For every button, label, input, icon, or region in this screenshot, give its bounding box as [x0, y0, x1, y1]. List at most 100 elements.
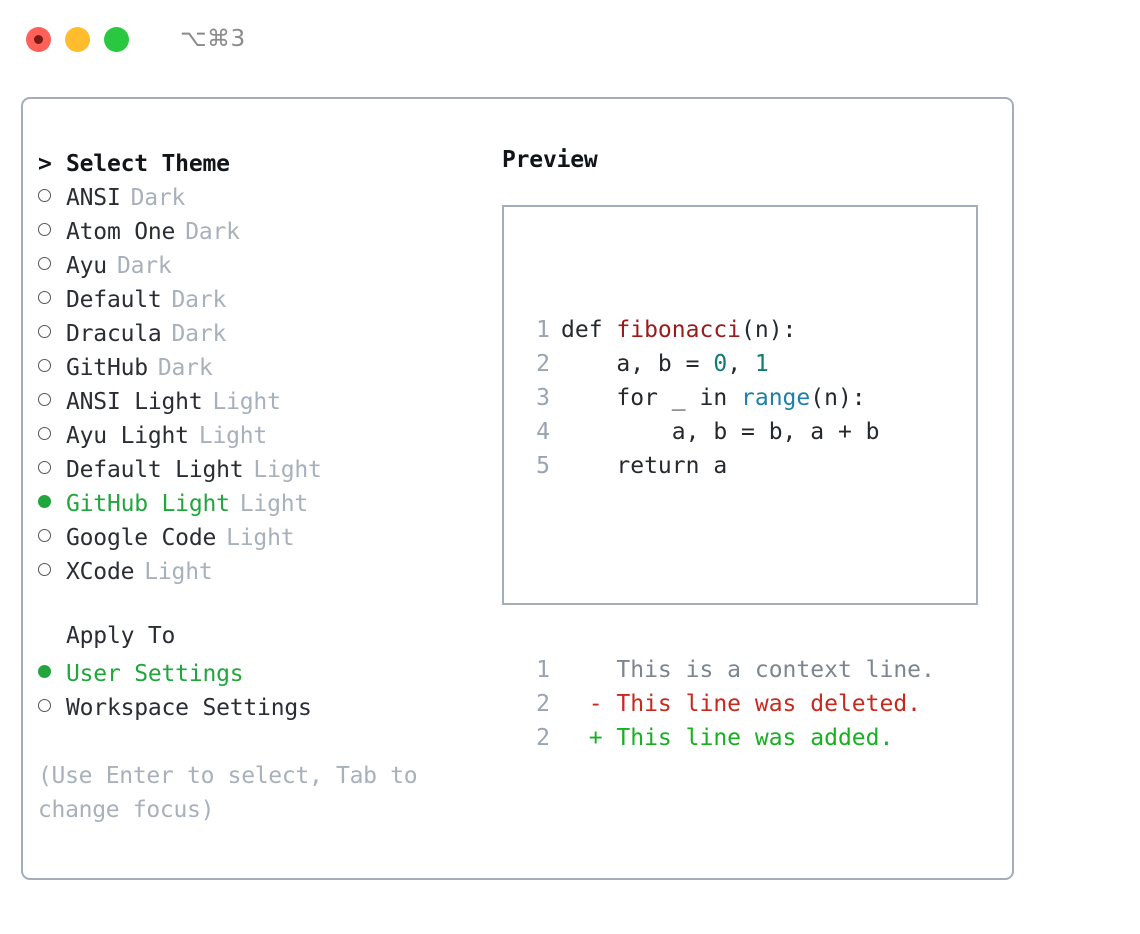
apply-to-option[interactable]: User Settings — [38, 657, 488, 691]
diff-line: 1 This is a context line. — [522, 653, 935, 687]
code-token: a, b = — [561, 351, 714, 377]
theme-name-label: GitHub — [66, 355, 148, 381]
code-token: def — [561, 317, 617, 343]
theme-variant-tag: Light — [212, 389, 281, 415]
code-line-text: return a — [561, 449, 727, 483]
bullet-glyph — [38, 189, 51, 202]
radio-unselected-icon — [38, 385, 66, 419]
code-line-text: a, b = 0, 1 — [561, 347, 768, 381]
diff-line-text: This is a context line. — [561, 657, 935, 683]
bullet-glyph — [38, 461, 51, 474]
bullet-glyph — [38, 393, 51, 406]
code-token: return a — [561, 453, 728, 479]
theme-variant-tag: Light — [198, 423, 268, 449]
code-line-text: for _ in range(n): — [561, 381, 866, 415]
theme-name-label: Ayu — [66, 253, 107, 279]
preview-title: Preview — [502, 147, 598, 173]
bullet-glyph — [38, 699, 51, 712]
radio-unselected-icon — [38, 215, 66, 249]
close-button[interactable] — [26, 26, 51, 52]
code-line-number: 3 — [536, 385, 550, 411]
code-line: 1 def fibonacci(n): — [522, 313, 935, 347]
code-token: 0 — [713, 351, 728, 377]
theme-list-item[interactable]: Google Code Light — [38, 521, 488, 555]
theme-list-item[interactable]: Ayu Dark — [38, 249, 488, 283]
theme-variant-tag: Light — [226, 525, 295, 551]
diff-line-text: - This line was deleted. — [561, 691, 922, 717]
theme-variant-tag: Dark — [185, 219, 240, 245]
code-line: 2 a, b = 0, 1 — [522, 347, 935, 381]
diff-line: 2 + This line was added. — [522, 721, 935, 755]
apply-to-option-label: Workspace Settings — [66, 695, 312, 721]
prompt-caret-icon: > — [38, 151, 52, 177]
theme-name-label: Default — [66, 287, 162, 313]
theme-list-item[interactable]: Atom One Dark — [38, 215, 488, 249]
radio-unselected-icon — [38, 691, 66, 725]
minimize-button[interactable] — [65, 26, 90, 52]
bullet-glyph — [38, 529, 51, 542]
apply-to-option[interactable]: Workspace Settings — [38, 691, 488, 725]
code-token: (n): — [810, 385, 866, 411]
code-token: range — [741, 385, 811, 411]
theme-variant-tag: Light — [253, 457, 322, 483]
theme-list-item[interactable]: Ayu Light Light — [38, 419, 488, 453]
theme-variant-tag: Dark — [171, 287, 227, 313]
radio-unselected-icon — [38, 317, 66, 351]
bullet-glyph — [38, 665, 51, 678]
theme-variant-tag: Dark — [171, 321, 227, 347]
diff-line: 2 - This line was deleted. — [522, 687, 935, 721]
code-line-text: a, b = b, a + b — [561, 415, 880, 449]
diff-line-number: 2 — [536, 725, 550, 751]
theme-name-label: Ayu Light — [66, 423, 189, 449]
theme-name-label: Dracula — [66, 321, 162, 347]
theme-variant-tag: Dark — [116, 253, 172, 279]
radio-unselected-icon — [38, 181, 66, 215]
diff-sample-block: 1 This is a context line.2 - This line w… — [522, 653, 935, 755]
apply-to-label: Apply To — [66, 623, 176, 649]
recording-dot-icon — [34, 34, 43, 44]
radio-selected-icon — [38, 657, 66, 691]
bullet-glyph — [38, 223, 51, 236]
radio-unselected-icon — [38, 521, 66, 555]
maximize-button[interactable] — [104, 26, 129, 52]
code-token: fibonacci — [616, 317, 742, 343]
bullet-glyph — [38, 325, 51, 338]
apply-to-option-label: User Settings — [66, 661, 244, 687]
code-line-number: 2 — [536, 351, 550, 377]
theme-name-label: Google Code — [66, 525, 217, 551]
section-spacer — [38, 589, 488, 623]
code-line-number: 1 — [536, 317, 550, 343]
page-title: Select Theme — [66, 151, 230, 177]
code-token: (n): — [741, 317, 797, 343]
code-token: for _ in — [561, 385, 742, 411]
theme-list-item[interactable]: Dracula Dark — [38, 317, 488, 351]
radio-unselected-icon — [38, 555, 66, 589]
code-line: 4 a, b = b, a + b — [522, 415, 935, 449]
code-line-text: def fibonacci(n): — [561, 313, 796, 347]
keyboard-hint-text: (Use Enter to select, Tab to change focu… — [38, 763, 418, 823]
theme-name-label: Atom One — [66, 219, 176, 245]
radio-selected-icon — [38, 487, 66, 521]
radio-unselected-icon — [38, 351, 66, 385]
diff-line-number: 1 — [536, 657, 550, 683]
code-line: 5 return a — [522, 449, 935, 483]
radio-unselected-icon — [38, 249, 66, 283]
bullet-glyph — [38, 291, 51, 304]
diff-line-number: 2 — [536, 691, 550, 717]
window-controls — [26, 26, 129, 52]
theme-list-item[interactable]: Default Dark — [38, 283, 488, 317]
code-line-number: 4 — [536, 419, 550, 445]
